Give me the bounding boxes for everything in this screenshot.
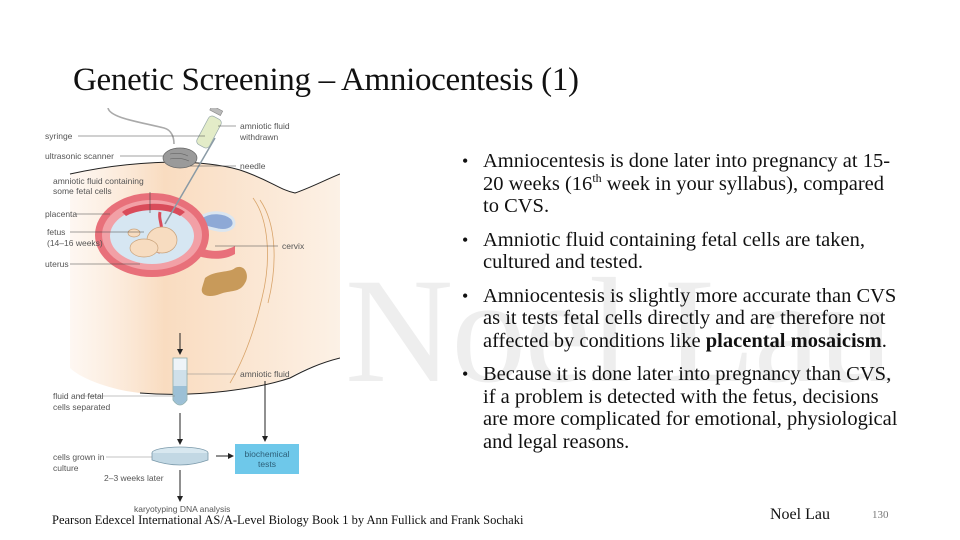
bullet-item: • Because it is done later into pregnanc… bbox=[462, 363, 898, 453]
label-needle: needle bbox=[240, 161, 266, 171]
bullet-icon: • bbox=[462, 364, 469, 384]
label-cervix: cervix bbox=[282, 241, 305, 251]
bullet-icon: • bbox=[462, 229, 469, 250]
bullet-item: • Amniotic fluid containing fetal cells … bbox=[462, 228, 865, 274]
label-fetus-line1: fetus bbox=[47, 227, 66, 237]
biochemical-tests-box: biochemical tests bbox=[235, 444, 299, 474]
label-fetus-line2: (14–16 weeks) bbox=[47, 238, 103, 248]
label-amniotic-fluid-cells-line1: amniotic fluid containing bbox=[53, 176, 144, 186]
label-biochem-line1: biochemical bbox=[244, 449, 290, 459]
label-amniotic-fluid-cells-line2: some fetal cells bbox=[53, 186, 112, 196]
label-weeks-later: 2–3 weeks later bbox=[104, 473, 164, 483]
amniocentesis-diagram: syringe ultrasonic scanner amniotic flui… bbox=[40, 108, 340, 518]
page-number: 130 bbox=[872, 509, 889, 521]
label-amniotic-fluid: amniotic fluid bbox=[240, 369, 290, 379]
label-syringe: syringe bbox=[45, 131, 73, 141]
bullet-item: • Amniocentesis is slightly more accurat… bbox=[462, 284, 897, 352]
bullet-icon: • bbox=[462, 285, 469, 306]
watermark: Noel Lau bbox=[345, 248, 893, 414]
diagram-illustration bbox=[69, 108, 340, 502]
label-fluid-withdrawn-line2: withdrawn bbox=[240, 132, 279, 142]
label-culture-line1: cells grown in bbox=[53, 452, 105, 462]
label-separated-line2: cells separated bbox=[53, 402, 111, 412]
key-term: placental mosaicism bbox=[705, 329, 882, 352]
label-karyotyping: karyotyping DNA analysis bbox=[134, 504, 231, 514]
label-ultrasonic-scanner: ultrasonic scanner bbox=[45, 151, 114, 161]
bullet-list: • Amniocentesis is done later into pregn… bbox=[462, 150, 902, 464]
label-culture-line2: culture bbox=[53, 463, 79, 473]
label-biochem-line2: tests bbox=[258, 459, 276, 469]
slide-title: Genetic Screening – Amniocentesis (1) bbox=[73, 62, 579, 98]
label-separated-line1: fluid and fetal bbox=[53, 391, 104, 401]
footer-author: Noel Lau bbox=[770, 506, 830, 523]
label-fluid-withdrawn-line1: amniotic fluid bbox=[240, 121, 290, 131]
bullet-item: • Amniocentesis is done later into pregn… bbox=[462, 150, 891, 217]
source-citation: Pearson Edexcel International AS/A-Level… bbox=[52, 513, 524, 527]
bullet-icon: • bbox=[462, 151, 469, 171]
label-placenta: placenta bbox=[45, 209, 78, 219]
label-uterus: uterus bbox=[45, 259, 69, 269]
